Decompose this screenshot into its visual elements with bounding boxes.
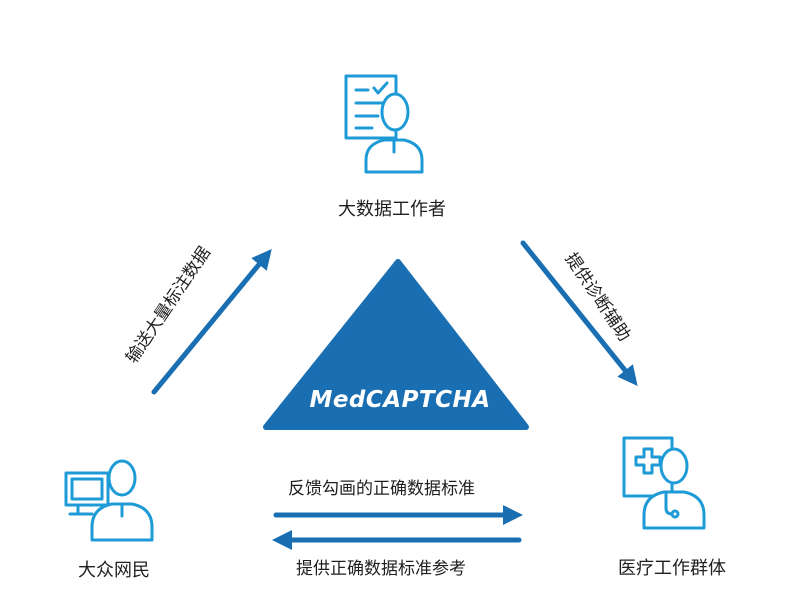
arrow-left-to-top <box>151 249 272 395</box>
edge-label-left-to-right: 反馈勾画的正确数据标准 <box>288 479 475 499</box>
document-person-icon <box>344 74 424 174</box>
center-triangle <box>263 259 529 430</box>
doctor-icon <box>622 436 706 530</box>
computer-user-icon <box>64 459 154 542</box>
node-label-right: 医疗工作群体 <box>618 558 726 579</box>
center-label: MedCAPTCHA <box>309 387 491 413</box>
node-label-top: 大数据工作者 <box>338 199 446 220</box>
edge-label-right-to-left: 提供正确数据标准参考 <box>296 559 466 579</box>
node-label-left: 大众网民 <box>78 560 150 581</box>
arrow-top-to-right <box>520 240 638 387</box>
